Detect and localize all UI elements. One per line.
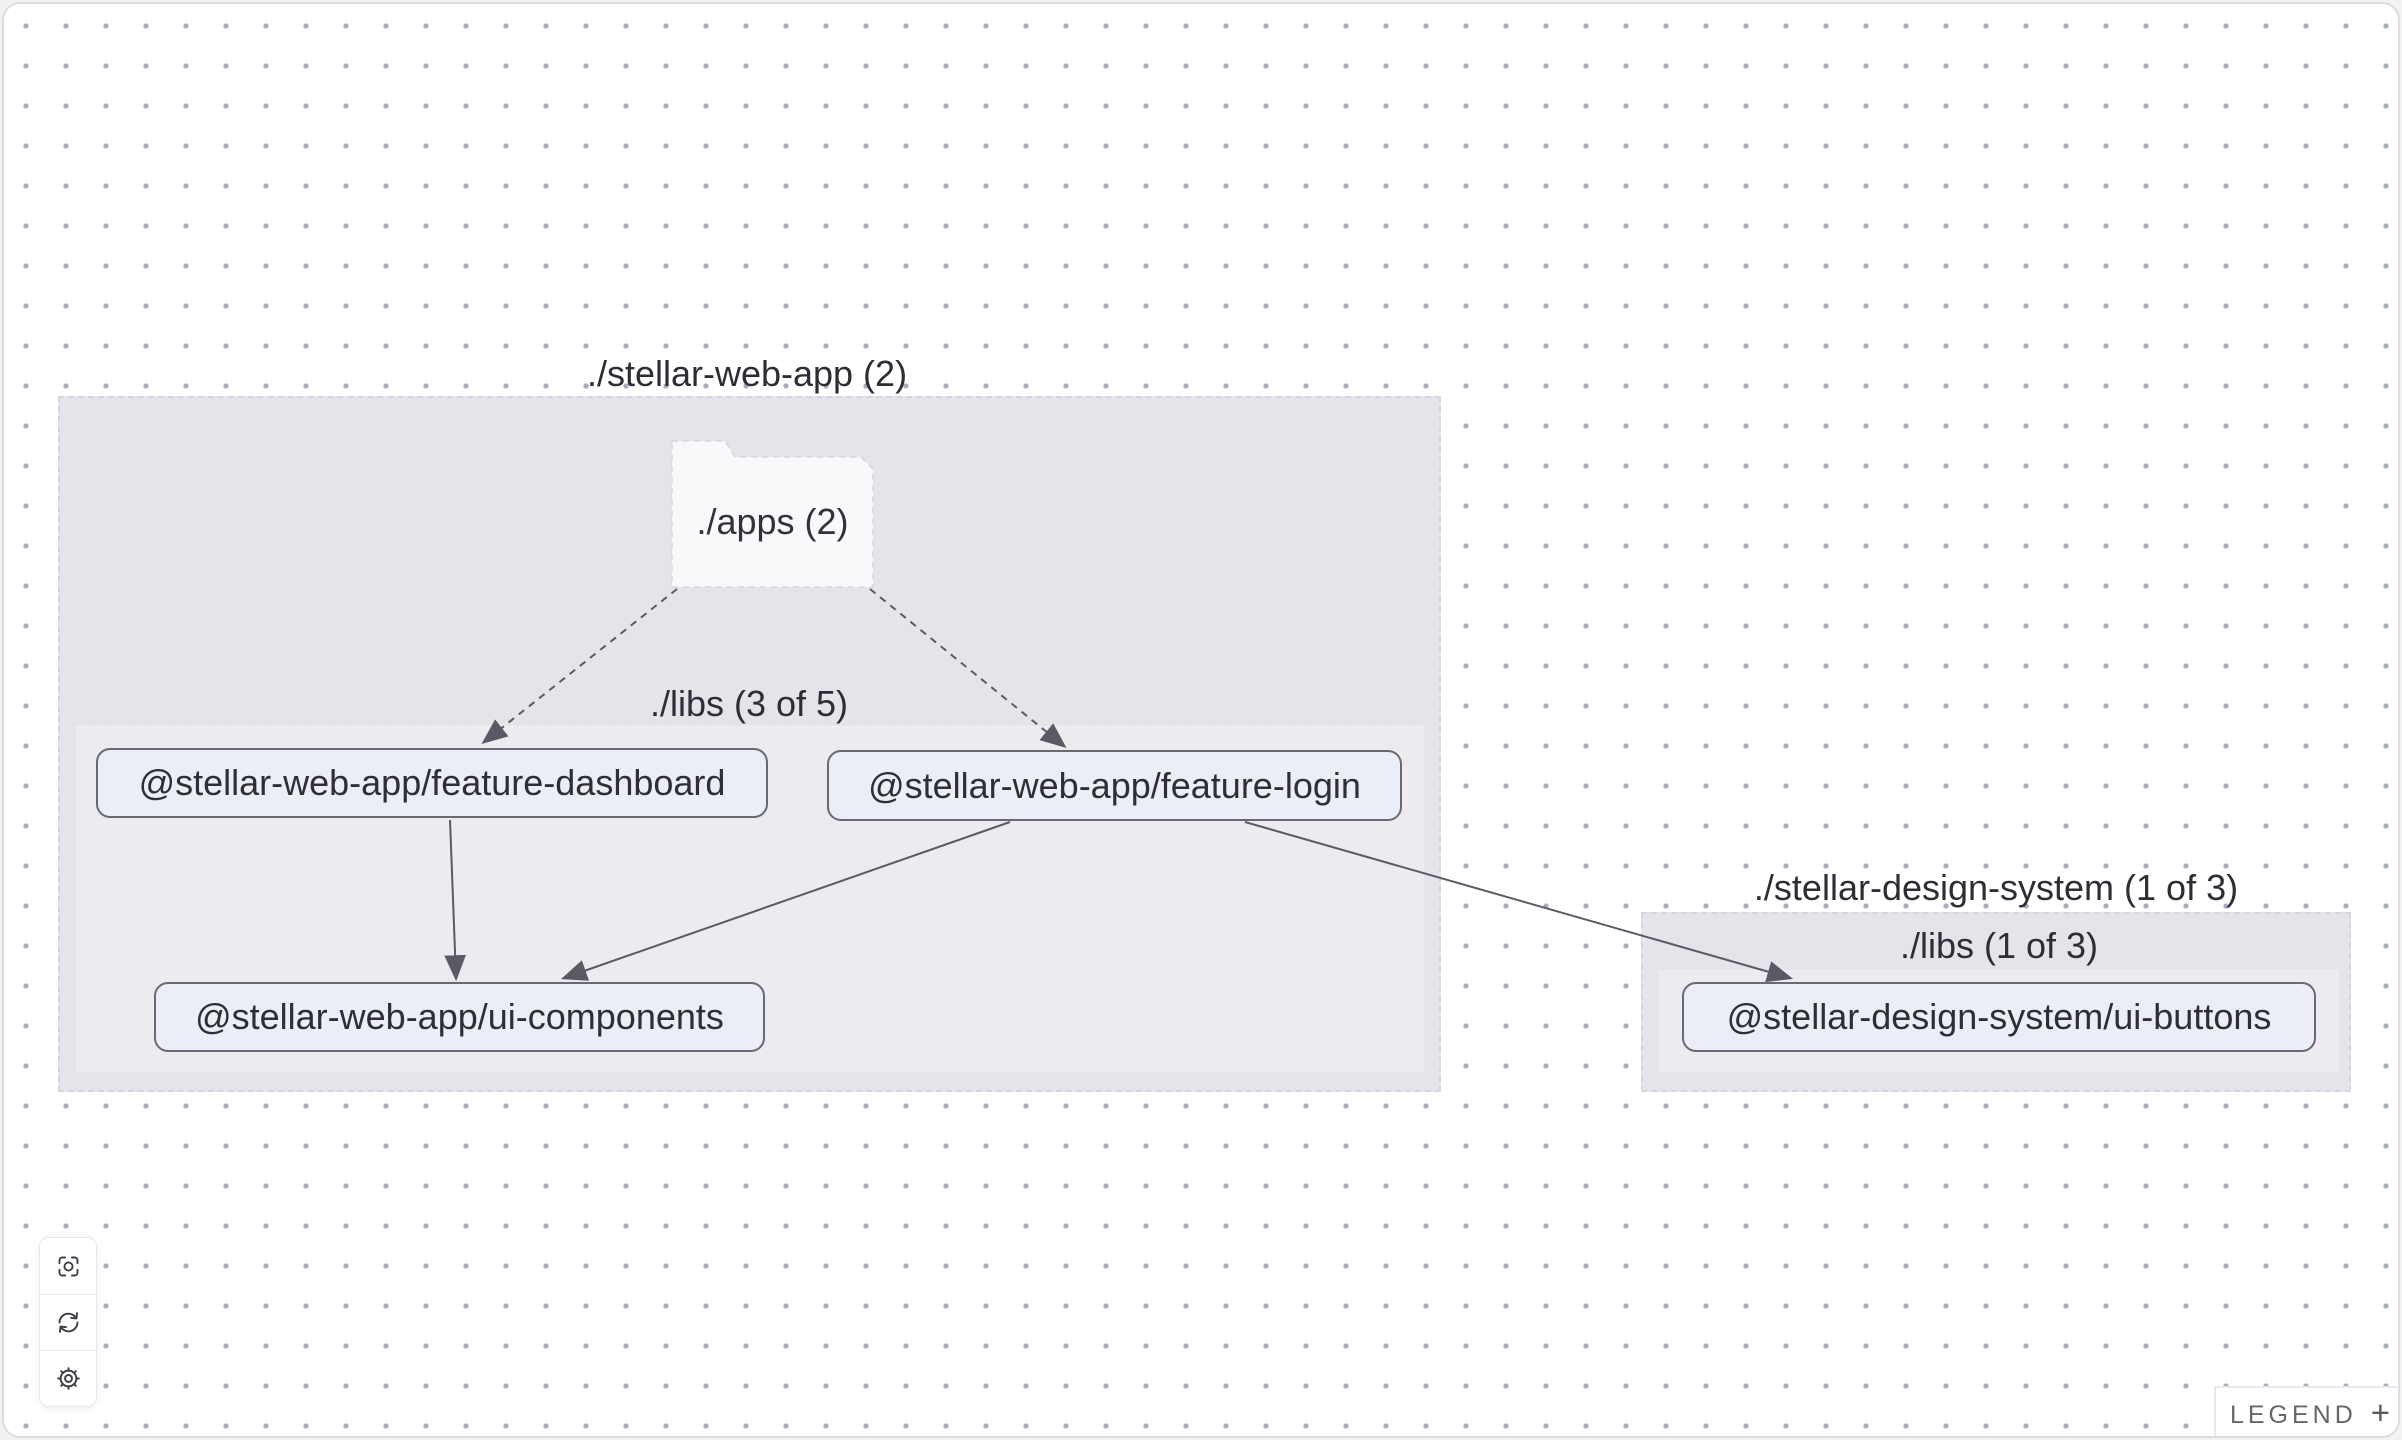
refresh-button[interactable] [40,1294,96,1350]
folder-shape-apps [671,440,874,588]
group-label-stellar-web-app: ./stellar-web-app (2) [586,353,908,394]
legend-label: LEGEND [2229,1400,2357,1429]
center-graph-button[interactable] [40,1238,96,1294]
node-apps-folder[interactable]: ./apps (2) [696,501,849,542]
group-label-webapp-libs: ./libs (3 of 5) [649,683,849,724]
legend-expand-plus-icon: + [2370,1394,2391,1431]
node-ui-components[interactable]: @stellar-web-app/ui-components [154,982,765,1052]
group-label-design-system-libs: ./libs (1 of 3) [1899,925,2099,966]
settings-button[interactable] [40,1350,96,1406]
group-label-stellar-design-system: ./stellar-design-system (1 of 3) [1753,867,2239,908]
node-feature-dashboard[interactable]: @stellar-web-app/feature-dashboard [96,748,768,818]
center-graph-icon [58,1256,78,1276]
settings-gear-icon [56,1367,80,1390]
legend-button[interactable]: LEGEND + [2214,1386,2398,1436]
graph-toolbar [39,1237,97,1407]
node-feature-login[interactable]: @stellar-web-app/feature-login [827,750,1402,821]
refresh-icon [58,1312,78,1333]
node-ui-buttons[interactable]: @stellar-design-system/ui-buttons [1682,982,2316,1052]
